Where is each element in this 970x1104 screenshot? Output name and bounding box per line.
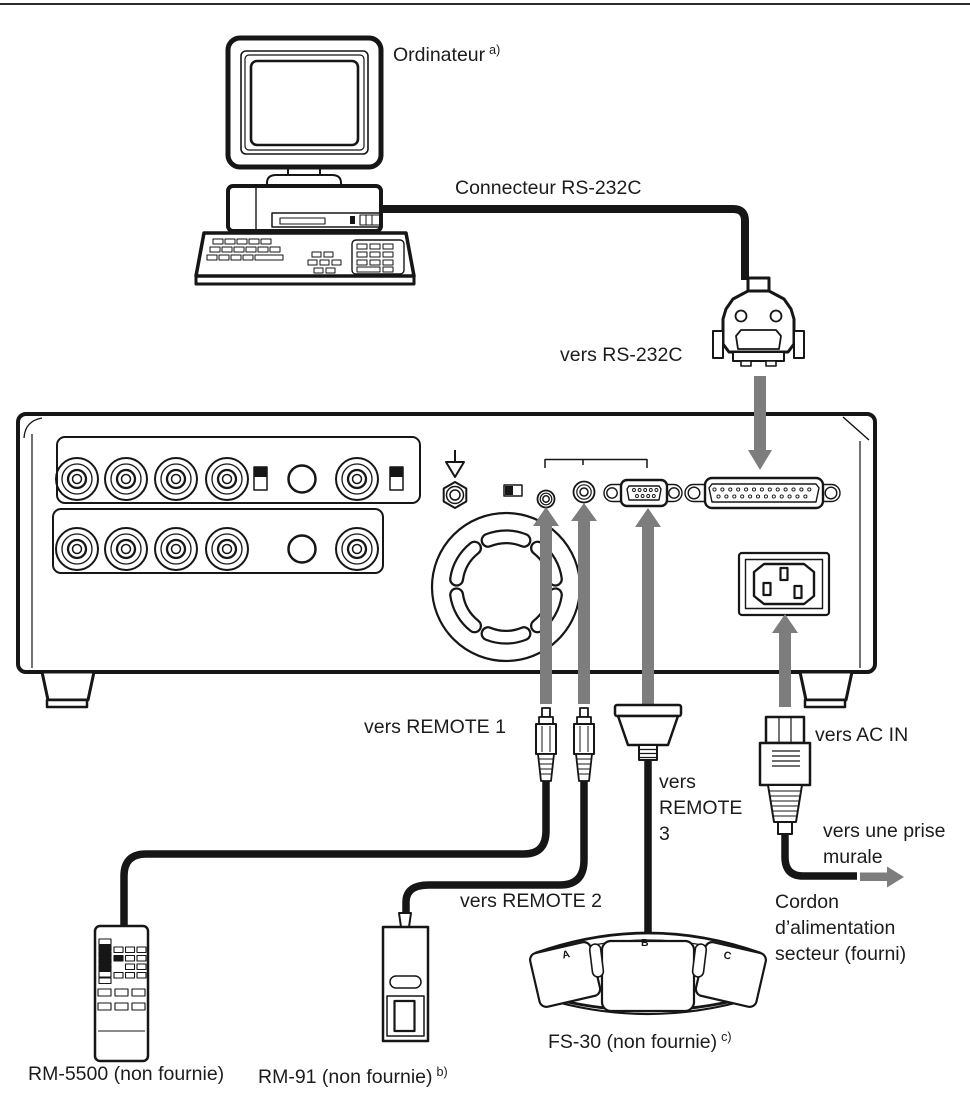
- remote1-jack: [536, 489, 556, 509]
- rm91-label: RM-91 (non fournie)b): [258, 1065, 448, 1088]
- pedal-a-label: A: [561, 948, 571, 961]
- to-remote3-label: vers REMOTE 3: [659, 771, 743, 845]
- fs30-footswitch: A B C: [529, 931, 767, 1016]
- remote1-miniplug: [535, 707, 557, 782]
- power-cord-label: Cordon d’alimentation secteur (fourni): [775, 891, 907, 965]
- rear-panel: [16, 412, 877, 674]
- remote-group-bracket: [544, 458, 648, 468]
- pedal-b-label: B: [641, 937, 649, 949]
- remote3-connector-plug: [613, 703, 683, 761]
- to-remote1-label: vers REMOTE 1: [364, 716, 506, 738]
- rs232c-dsub25-port: [684, 476, 841, 510]
- to-remote2-label: vers REMOTE 2: [460, 890, 602, 912]
- connector-strip-bottom: [52, 508, 384, 574]
- arrow-to-ac-in: [772, 614, 798, 707]
- arrow-to-remote2: [571, 503, 597, 704]
- remote1-cable: [120, 779, 550, 932]
- termination-switch: [253, 466, 268, 491]
- bnc-connector: [154, 527, 198, 571]
- ac-in-inlet: [737, 551, 831, 617]
- footnote-a: a): [489, 43, 501, 57]
- power-cord-cable: [781, 834, 857, 880]
- remote3-dsub9-port: [603, 478, 683, 508]
- arrow-to-wall-outlet: [860, 866, 904, 888]
- bnc-connector: [335, 527, 379, 571]
- ac-power-plug: [758, 715, 812, 835]
- rs232c-cable: [383, 205, 749, 280]
- page-top-rule: [0, 3, 970, 5]
- computer-illustration: [194, 35, 416, 286]
- rs232c-connector-label: Connecteur RS-232C: [455, 177, 642, 199]
- slide-switch: [503, 484, 523, 497]
- bnc-connector: [104, 457, 148, 501]
- rm5500-label: RM-5500 (non fournie): [28, 1063, 225, 1085]
- bnc-connector: [154, 457, 198, 501]
- round-connector: [287, 534, 317, 564]
- rs232c-cable-connector: [712, 276, 805, 367]
- cooling-fan: [430, 511, 582, 663]
- remote2-miniplug: [573, 707, 595, 782]
- remote2-cable: [402, 779, 588, 918]
- keyboard: [194, 231, 416, 286]
- remote2-jack: [572, 480, 596, 504]
- bnc-connector: [205, 457, 249, 501]
- footnote-c: c): [721, 1030, 732, 1044]
- arrow-to-remote3: [635, 508, 661, 705]
- to-ac-in-label: vers AC IN: [815, 724, 909, 746]
- bnc-connector: [104, 527, 148, 571]
- bnc-connector: [205, 527, 249, 571]
- pedal-c-label: C: [722, 949, 732, 962]
- ground-terminal: [442, 450, 468, 509]
- termination-switch: [389, 466, 404, 491]
- device-feet: [40, 670, 854, 709]
- bnc-connectors: [55, 457, 379, 571]
- round-connector: [287, 464, 317, 494]
- footnote-b: b): [436, 1065, 448, 1079]
- arrow-to-remote1: [533, 507, 559, 704]
- rm91-remote: [381, 912, 430, 1043]
- rm5500-remote: [93, 924, 150, 1063]
- to-rs232c-label: vers RS-232C: [560, 344, 683, 366]
- to-wall-outlet-label: vers une prise murale: [823, 820, 946, 868]
- arrow-to-dsub25: [748, 376, 772, 470]
- bnc-connector: [55, 527, 99, 571]
- bnc-connector: [335, 457, 379, 501]
- fs30-label: FS-30 (non fournie)c): [548, 1030, 732, 1053]
- bnc-connector: [55, 457, 99, 501]
